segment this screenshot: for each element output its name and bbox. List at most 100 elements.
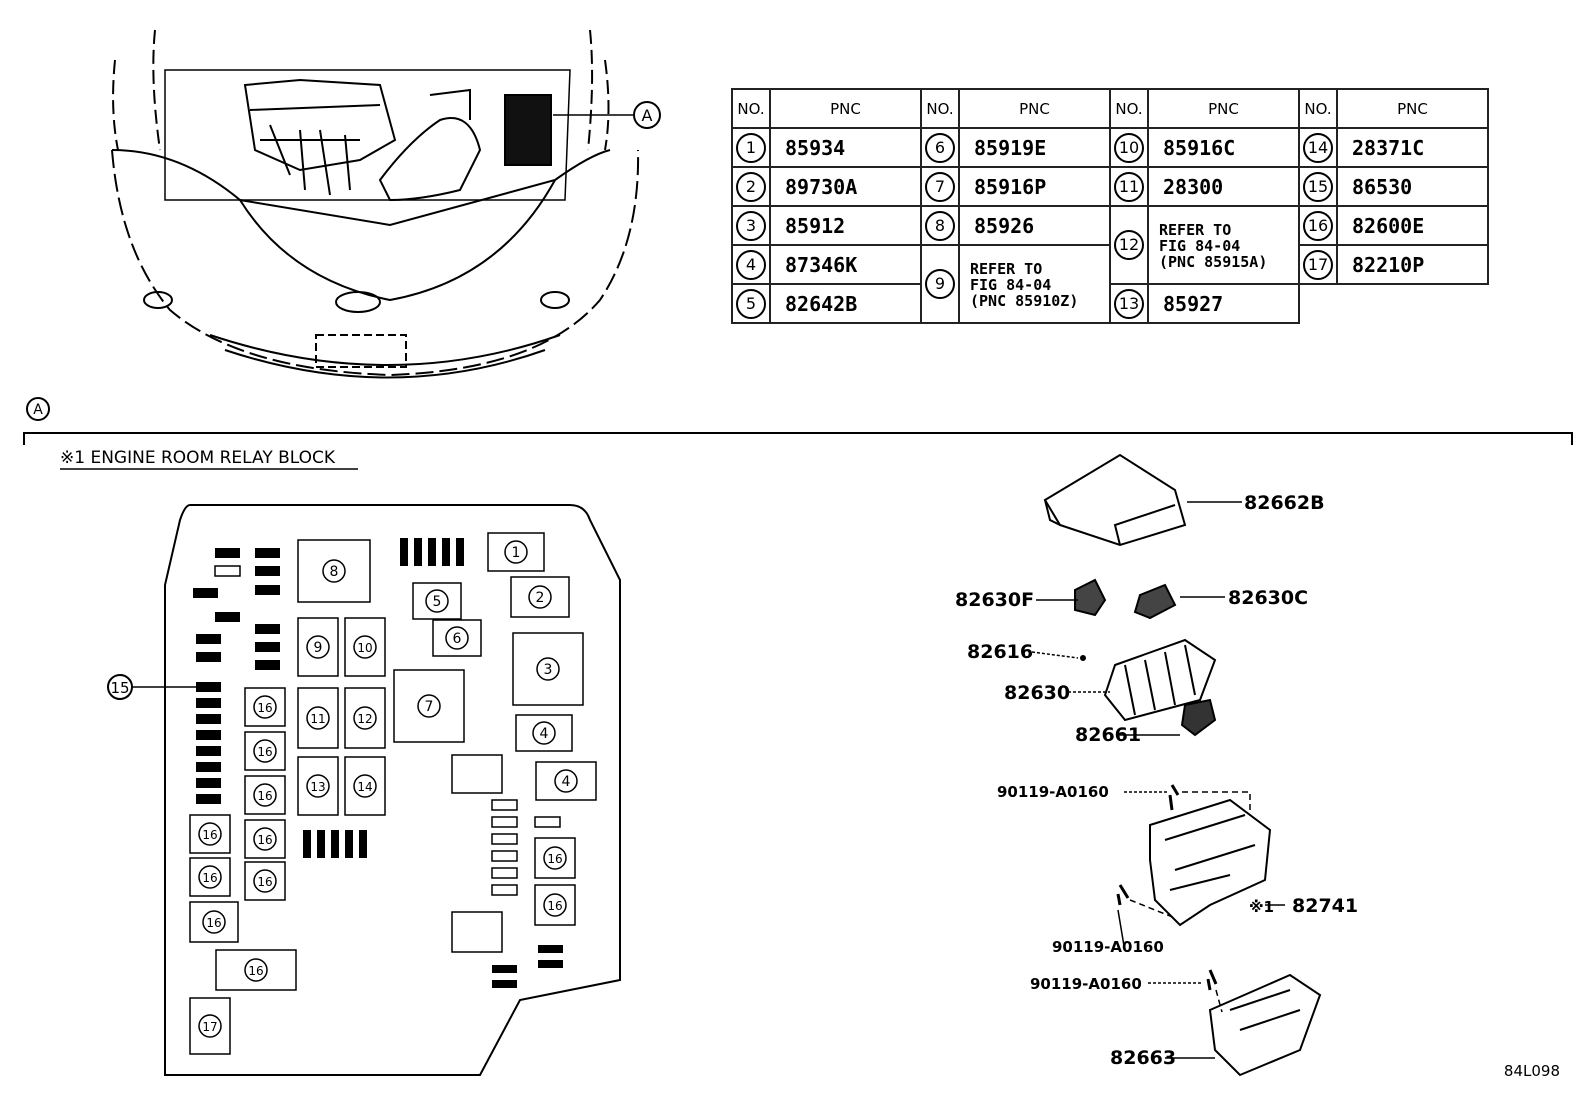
item-number: 17 bbox=[1303, 249, 1333, 280]
relay-slot-7: 7 bbox=[393, 669, 465, 743]
relay-slot-label: 5 bbox=[433, 594, 442, 610]
relay-slot-16: 16 bbox=[215, 949, 297, 991]
relay-slot-16: 16 bbox=[534, 837, 576, 879]
part-82663: 82663 bbox=[1110, 1047, 1176, 1069]
figure-id: 84L098 bbox=[1504, 1062, 1560, 1080]
item-number: 15 bbox=[1303, 171, 1333, 202]
pnc-cell: 85934 bbox=[769, 127, 922, 168]
relay-slot-16: 16 bbox=[189, 857, 231, 897]
relay-slot-label: 16 bbox=[202, 871, 217, 885]
pnc-cell: 85926 bbox=[958, 205, 1111, 246]
pnc-refer-cell: REFER TO FIG 84-04 (PNC 85915A) bbox=[1147, 205, 1300, 285]
exploded-parts-view: 82662B 82630F 82630C 82616 82630 82661 8… bbox=[955, 453, 1560, 1080]
relay-slot-label: 10 bbox=[357, 641, 372, 655]
relay-slot-16: 16 bbox=[244, 731, 286, 771]
col-no: NO. bbox=[1109, 88, 1149, 129]
relay-15-label: 15 bbox=[110, 679, 129, 697]
item-number: 16 bbox=[1303, 210, 1333, 241]
callout-a-top bbox=[633, 101, 661, 129]
item-number: 1 bbox=[736, 132, 766, 163]
part-bolt-lower: 90119-A0160 bbox=[1030, 975, 1142, 993]
callout-a-section: A bbox=[33, 402, 43, 418]
relay-slot-16: 16 bbox=[534, 884, 576, 926]
pnc-cell: 85916P bbox=[958, 166, 1111, 207]
item-number: 8 bbox=[925, 210, 955, 241]
relay-slot-label: 11 bbox=[310, 712, 325, 726]
relay-slot-label: 13 bbox=[310, 780, 325, 794]
relay-slot-8: 8 bbox=[297, 539, 371, 603]
item-number: 5 bbox=[736, 288, 766, 319]
part-bolt-upper: 90119-A0160 bbox=[997, 783, 1109, 801]
item-number: 10 bbox=[1114, 132, 1144, 163]
pnc-cell: 85912 bbox=[769, 205, 922, 246]
relay-slot-16: 16 bbox=[189, 814, 231, 854]
table-header-row: NO.PNC NO.PNC NO.PNC NO.PNC bbox=[731, 88, 1489, 129]
relay-slot-16: 16 bbox=[244, 819, 286, 859]
relay-slot-label: 16 bbox=[206, 916, 221, 930]
relay-slot-label: 16 bbox=[257, 833, 272, 847]
part-82616: 82616 bbox=[967, 641, 1033, 663]
pnc-cell: 87346K bbox=[769, 244, 922, 285]
item-number: 3 bbox=[736, 210, 766, 241]
relay-slot-label: 16 bbox=[547, 899, 562, 913]
pnc-cell: 85919E bbox=[958, 127, 1111, 168]
item-number: 6 bbox=[925, 132, 955, 163]
relay-slot-1: 1 bbox=[487, 532, 545, 572]
relay-slot-label: 1 bbox=[512, 545, 521, 561]
item-number: 2 bbox=[736, 171, 766, 202]
relay-slot-label: 4 bbox=[540, 726, 549, 742]
relay-slot-label: 16 bbox=[257, 701, 272, 715]
item-number: 11 bbox=[1114, 171, 1144, 202]
col-no: NO. bbox=[731, 88, 771, 129]
callout-a-top-text: A bbox=[642, 106, 653, 125]
relay-slot-17: 17 bbox=[189, 997, 231, 1055]
relay-slot-label: 16 bbox=[257, 875, 272, 889]
relay-slot-16: 16 bbox=[189, 901, 239, 943]
relay-slot-label: 9 bbox=[314, 640, 323, 656]
relay-slot-label: 16 bbox=[257, 789, 272, 803]
item-number: 9 bbox=[925, 269, 955, 299]
pnc-cell: 82210P bbox=[1336, 244, 1489, 285]
pnc-cell: 82642B bbox=[769, 283, 922, 324]
relay-slot-14: 14 bbox=[344, 756, 386, 816]
item-number: 13 bbox=[1114, 288, 1144, 319]
relay-slot-label: 16 bbox=[257, 745, 272, 759]
pnc-cell: 28300 bbox=[1147, 166, 1300, 207]
part-82661: 82661 bbox=[1075, 724, 1141, 746]
part-82630c: 82630C bbox=[1228, 587, 1308, 609]
pnc-cell: 82600E bbox=[1336, 205, 1489, 246]
relay-slot-2: 2 bbox=[510, 576, 570, 618]
part-82630f: 82630F bbox=[955, 589, 1034, 611]
part-82630: 82630 bbox=[1004, 682, 1070, 704]
relay-slot-label: 17 bbox=[202, 1020, 217, 1034]
section-title: ※1 ENGINE ROOM RELAY BLOCK bbox=[60, 448, 336, 468]
engine-bay-illustration: A bbox=[111, 29, 661, 379]
relay-slot-4: 4 bbox=[515, 714, 573, 752]
col-no: NO. bbox=[920, 88, 960, 129]
relay-slot-6: 6 bbox=[432, 619, 482, 657]
col-pnc: PNC bbox=[769, 88, 922, 129]
pnc-cell: 85916C bbox=[1147, 127, 1300, 168]
pnc-cell: 85927 bbox=[1147, 283, 1300, 324]
relay-slot-11: 11 bbox=[297, 687, 339, 749]
relay-slot-label: 16 bbox=[248, 964, 263, 978]
relay-slot-label: 3 bbox=[544, 662, 553, 678]
part-bolt-middle: 90119-A0160 bbox=[1052, 938, 1164, 956]
relay-slot-3: 3 bbox=[512, 632, 584, 706]
col-pnc: PNC bbox=[958, 88, 1111, 129]
pnc-cell: 89730A bbox=[769, 166, 922, 207]
item-number: 14 bbox=[1303, 132, 1333, 163]
pnc-cell: 86530 bbox=[1336, 166, 1489, 207]
col-pnc: PNC bbox=[1336, 88, 1489, 129]
relay-slot-13: 13 bbox=[297, 756, 339, 816]
pnc-cell: 28371C bbox=[1336, 127, 1489, 168]
relay-slot-10: 10 bbox=[344, 617, 386, 677]
relay-slot-label: 7 bbox=[425, 699, 434, 715]
